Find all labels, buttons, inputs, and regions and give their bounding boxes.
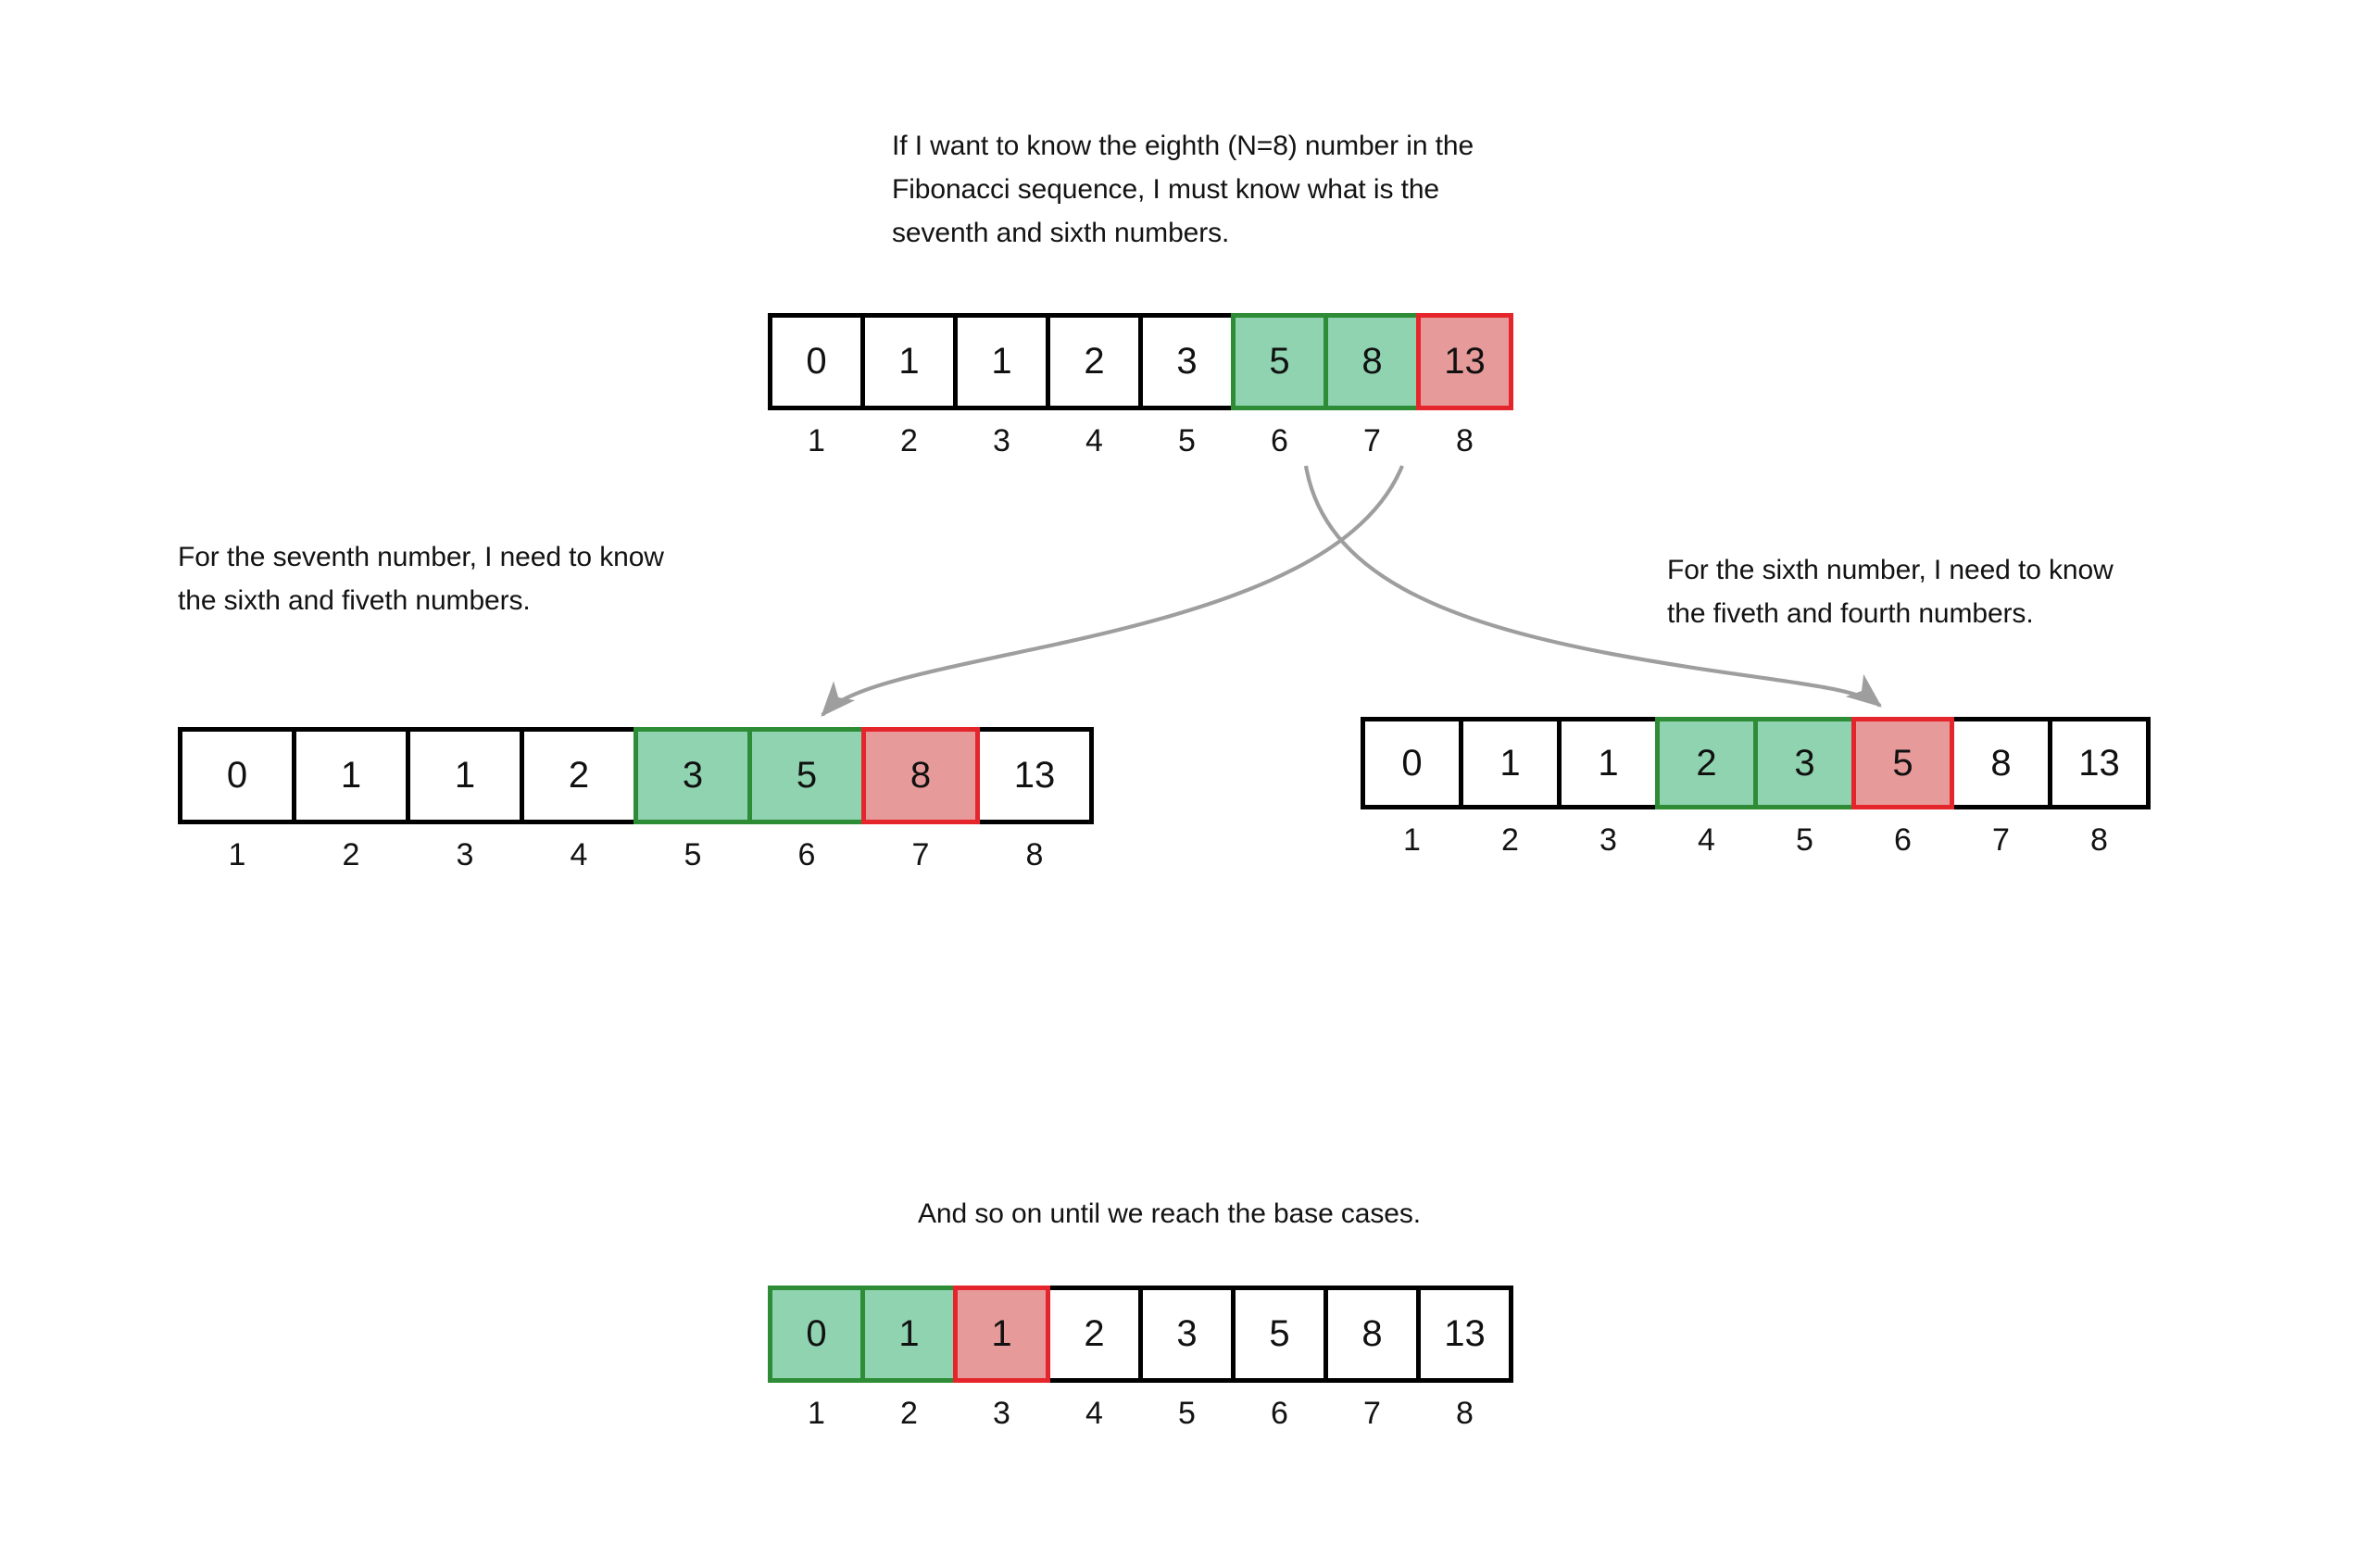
array-index-label: 1 (808, 423, 825, 458)
array-cell: 0 (768, 1286, 865, 1383)
array-cell: 1 (1459, 717, 1562, 809)
caption-left: For the seventh number, I need to know t… (178, 542, 664, 616)
array-cell: 5 (1231, 1286, 1328, 1383)
array-cell: 3 (1138, 1286, 1236, 1383)
array-index-label: 4 (1085, 1396, 1103, 1431)
array-cell: 2 (1655, 717, 1758, 809)
array-index-label: 8 (1025, 837, 1044, 872)
array-bottom-indices: 1 2 3 4 5 6 7 8 (768, 1396, 1513, 1432)
array-cell: 13 (2048, 717, 2151, 809)
array-index-label: 7 (1363, 423, 1381, 458)
array-index-label: 8 (1456, 423, 1474, 458)
array-top-indices: 1 2 3 4 5 6 7 8 (768, 423, 1513, 459)
array-cell: 3 (1753, 717, 1856, 809)
array-index-label: 3 (993, 1396, 1010, 1431)
array-cell: 1 (953, 313, 1050, 410)
array-cell: 1 (406, 727, 524, 824)
array-cell: 1 (860, 313, 958, 410)
array-cell: 8 (1323, 1286, 1421, 1383)
array-index-label: 2 (900, 1396, 918, 1431)
array-index-label: 3 (456, 837, 474, 872)
array-cell: 13 (975, 727, 1094, 824)
array-index-label: 2 (342, 837, 360, 872)
array-cell: 1 (953, 1286, 1050, 1383)
array-index-label: 7 (1992, 822, 2010, 858)
array-index-label: 4 (1698, 822, 1715, 858)
caption-right: For the sixth number, I need to know the… (1667, 555, 2114, 629)
array-cell: 13 (1416, 313, 1513, 410)
caption-top: If I want to know the eighth (N=8) numbe… (892, 131, 1474, 248)
arrow-to-seventh-path (821, 465, 1404, 717)
array-index-label: 6 (1271, 1396, 1288, 1431)
array-index-label: 1 (1403, 822, 1421, 858)
array-cell: 2 (520, 727, 638, 824)
array-index-label: 6 (1894, 822, 1912, 858)
array-index-label: 6 (1271, 423, 1288, 458)
array-cell: 2 (1046, 313, 1143, 410)
array-index-label: 5 (1178, 1396, 1196, 1431)
array-index-label: 7 (1363, 1396, 1381, 1431)
array-cell: 3 (634, 727, 752, 824)
array-cell: 3 (1138, 313, 1236, 410)
array-cell: 0 (768, 313, 865, 410)
array-cell: 5 (747, 727, 866, 824)
array-cell: 0 (1361, 717, 1463, 809)
array-index-label: 5 (684, 837, 702, 872)
array-index-label: 1 (808, 1396, 825, 1431)
array-index-label: 5 (1796, 822, 1813, 858)
array-cell: 8 (1950, 717, 2052, 809)
array-index-label: 4 (1085, 423, 1103, 458)
array-index-label: 1 (228, 837, 246, 872)
array-cell: 8 (861, 727, 980, 824)
array-cell: 1 (860, 1286, 958, 1383)
array-left-indices: 1 2 3 4 5 6 7 8 (178, 837, 1094, 873)
array-index-label: 4 (570, 837, 588, 872)
array-cell: 8 (1323, 313, 1421, 410)
array-index-label: 7 (911, 837, 930, 872)
array-cell: 1 (292, 727, 410, 824)
array-index-label: 8 (1456, 1396, 1474, 1431)
array-cell: 5 (1851, 717, 1954, 809)
array-cell: 1 (1557, 717, 1660, 809)
array-cell: 5 (1231, 313, 1328, 410)
array-index-label: 5 (1178, 423, 1196, 458)
array-index-label: 2 (1501, 822, 1519, 858)
array-cell: 13 (1416, 1286, 1513, 1383)
array-cell: 2 (1046, 1286, 1143, 1383)
array-index-label: 2 (900, 423, 918, 458)
array-index-label: 6 (797, 837, 816, 872)
array-index-label: 3 (1599, 822, 1617, 858)
caption-bottom: And so on until we reach the base cases. (918, 1198, 1422, 1229)
array-index-label: 8 (2090, 822, 2108, 858)
array-cell: 0 (178, 727, 296, 824)
array-right-indices: 1 2 3 4 5 6 7 8 (1361, 822, 2151, 859)
array-index-label: 3 (993, 423, 1010, 458)
